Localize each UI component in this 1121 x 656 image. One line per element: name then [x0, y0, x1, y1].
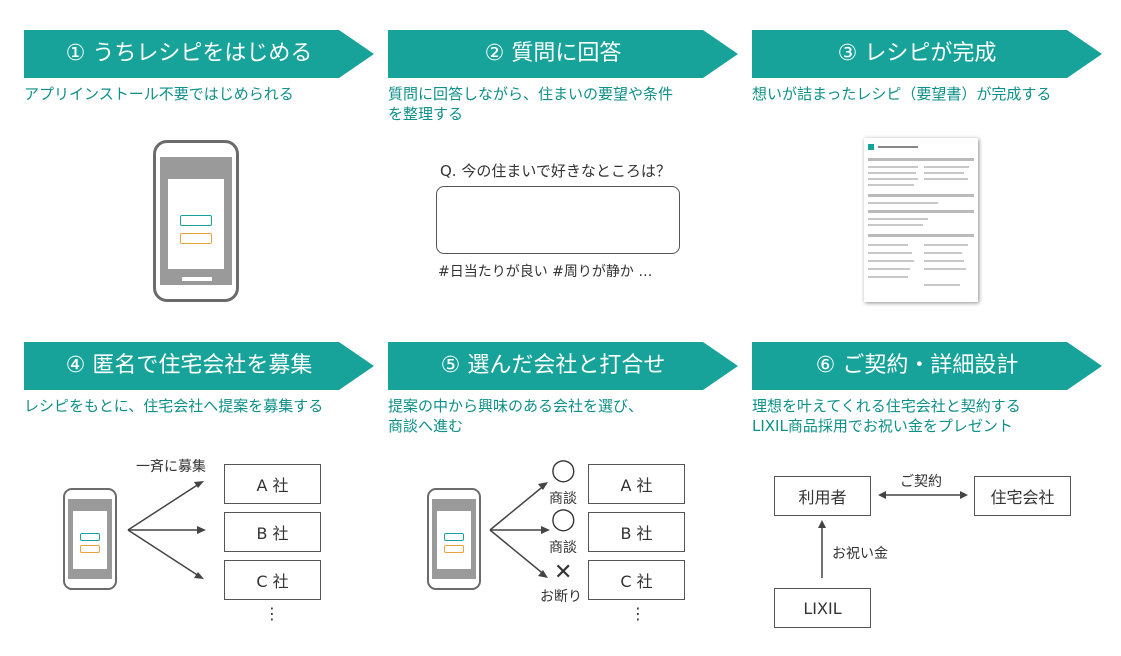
housing-company-box: 住宅会社	[974, 476, 1071, 516]
step-1: ① うちレシピをはじめる アプリインストール不要ではじめられる	[24, 30, 374, 104]
step-1-banner: ① うちレシピをはじめる	[24, 30, 374, 78]
step-3-desc: 想いが詰まったレシピ（要望書）が完成する	[752, 85, 1052, 103]
step-4-title: ④ 匿名で住宅会社を募集	[65, 353, 313, 378]
step-3: ③ レシピが完成 想いが詰まったレシピ（要望書）が完成する	[752, 30, 1102, 104]
gift-label: お祝い金	[832, 546, 888, 562]
step-2-question: Q. 今の住まいで好きなところは？	[440, 162, 671, 180]
step-6-banner: ⑥ ご契約・詳細設計	[752, 342, 1102, 390]
gift-arrow	[818, 520, 826, 578]
step-5-phone-illustration	[427, 488, 481, 590]
status-label-c: お断り	[540, 589, 582, 605]
step-5-company-a: A 社	[588, 464, 685, 504]
status-mark-c: ✕	[554, 560, 573, 585]
step-4: ④ 匿名で住宅会社を募集 レシピをもとに、住宅会社へ提案を募集する	[24, 342, 374, 416]
status-label-a: 商談	[549, 491, 577, 507]
step-1-phone-illustration	[153, 140, 239, 302]
step-5-desc: 提案の中から興味のある会社を選び、 商談へ進む	[388, 397, 644, 435]
step-5-arrows	[489, 482, 550, 578]
phone-screen	[160, 157, 232, 285]
answer-textbox	[436, 186, 680, 254]
step-2-banner: ② 質問に回答	[388, 30, 738, 78]
step-5: ⑤ 選んだ会社と打合せ 提案の中から興味のある会社を選び、 商談へ進む	[388, 342, 738, 436]
step-5-company-b: B 社	[588, 512, 685, 552]
status-label-b: 商談	[549, 540, 577, 556]
step-1-desc: アプリインストール不要ではじめられる	[24, 85, 294, 103]
step-3-banner: ③ レシピが完成	[752, 30, 1102, 78]
step-4-desc: レシピをもとに、住宅会社へ提案を募集する	[24, 397, 324, 415]
phone-dialog	[168, 179, 224, 269]
step-5-banner: ⑤ 選んだ会社と打合せ	[388, 342, 738, 390]
step-5-title: ⑤ 選んだ会社と打合せ	[440, 353, 666, 378]
lixil-box: LIXIL	[774, 588, 871, 628]
step-2-tags: #日当たりが良い #周りが静か …	[438, 264, 653, 280]
step-4-banner: ④ 匿名で住宅会社を募集	[24, 342, 374, 390]
step-1-title: ① うちレシピをはじめる	[65, 41, 313, 66]
step-6-title: ⑥ ご契約・詳細設計	[815, 353, 1019, 378]
step-4-company-c: C 社	[224, 560, 321, 600]
step-4-company-b: B 社	[224, 512, 321, 552]
step-2-title: ② 質問に回答	[484, 41, 622, 66]
step-6: ⑥ ご契約・詳細設計 理想を叶えてくれる住宅会社と契約する LIXIL商品採用で…	[752, 342, 1102, 436]
step-6-desc: 理想を叶えてくれる住宅会社と契約する LIXIL商品採用でお祝い金をプレゼント	[752, 397, 1021, 435]
step-2-desc: 質問に回答しながら、住まいの要望や条件 を整理する	[388, 85, 674, 123]
user-box: 利用者	[774, 476, 871, 516]
step-4-phone-illustration	[63, 488, 117, 590]
step-5-company-c: C 社	[588, 560, 685, 600]
step-5-more: ⋮	[630, 604, 646, 623]
recipe-document-illustration	[864, 138, 978, 302]
status-mark-b: ◯	[551, 507, 576, 532]
step-4-more: ⋮	[264, 604, 280, 623]
contract-arrow	[878, 491, 968, 499]
broadcast-label: 一斉に募集	[136, 459, 206, 475]
status-mark-a: ◯	[551, 458, 576, 483]
step-2: ② 質問に回答 質問に回答しながら、住まいの要望や条件 を整理する	[388, 30, 738, 124]
step-4-arrows	[127, 481, 206, 579]
step-3-title: ③ レシピが完成	[837, 41, 997, 66]
step-4-company-a: A 社	[224, 464, 321, 504]
contract-label: ご契約	[900, 474, 942, 490]
